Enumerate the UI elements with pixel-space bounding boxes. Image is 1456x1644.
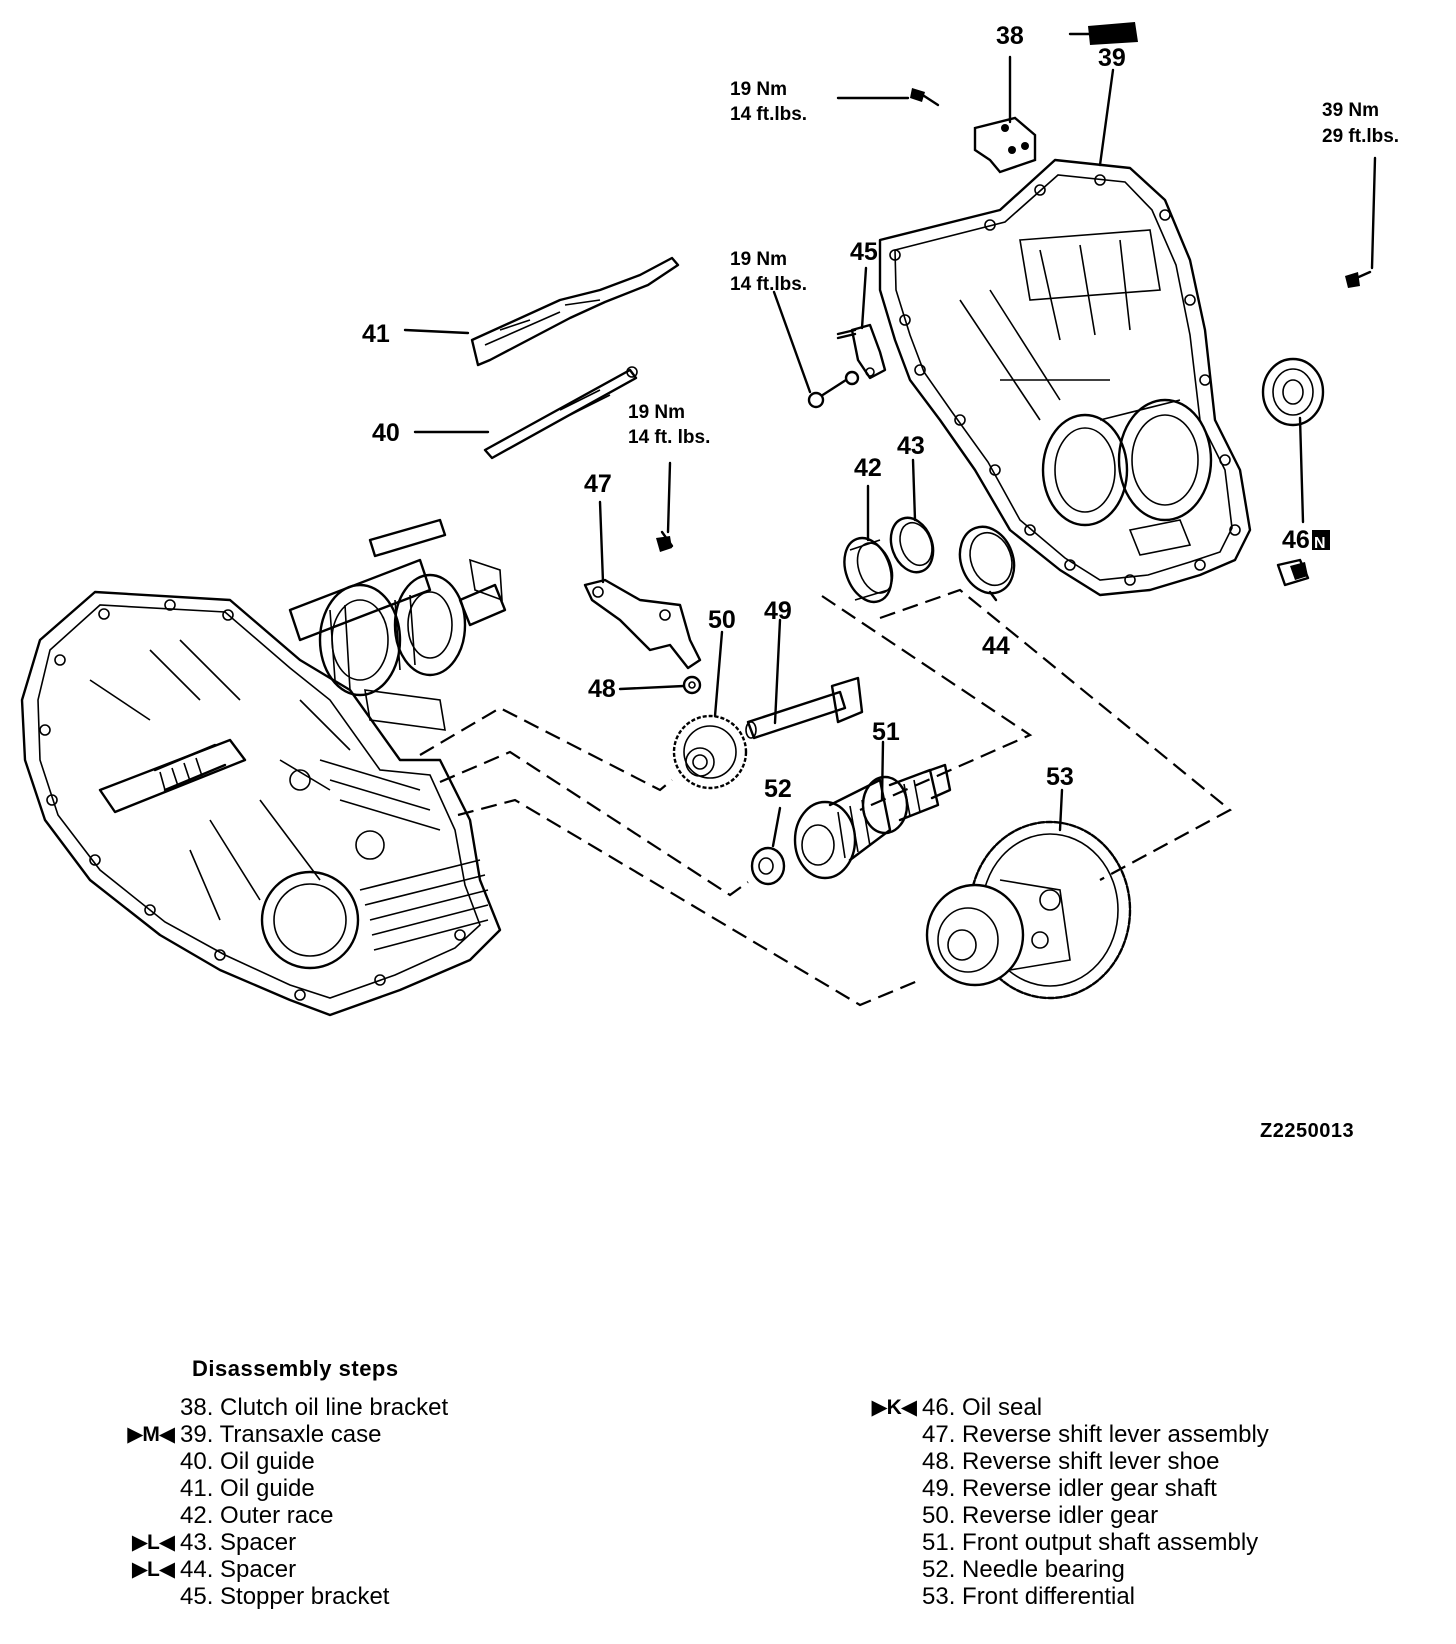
step-text: 42. Outer race — [180, 1502, 334, 1529]
step-item: 53. Front differential — [922, 1583, 1269, 1610]
steps-list-left: 38. Clutch oil line bracket ▶M◀39. Trans… — [127, 1394, 448, 1610]
reverse-idler-gear-shaft — [745, 676, 864, 740]
callout-52: 52 — [764, 775, 792, 803]
step-text: 43. Spacer — [180, 1529, 297, 1556]
callout-42: 42 — [854, 454, 882, 482]
special-tool-icon — [1276, 558, 1310, 587]
torque-nm-2: 19 Nm — [730, 249, 787, 270]
step-mark: ▶M◀ — [127, 1423, 175, 1446]
spacer-44 — [958, 525, 1016, 595]
torque-ftlbs-2: 14 ft.lbs. — [730, 274, 807, 295]
transaxle-case — [878, 158, 1252, 597]
step-item: 42. Outer race — [180, 1502, 448, 1529]
step-text: 40. Oil guide — [180, 1448, 315, 1475]
outer-race — [843, 536, 894, 604]
step-item: ▶L◀44. Spacer — [132, 1556, 448, 1583]
step-text: 53. Front differential — [922, 1583, 1136, 1610]
callout-39: 39 — [1098, 44, 1126, 72]
bolt-icon — [910, 88, 940, 107]
front-differential — [925, 820, 1132, 1000]
step-text: 39. Transaxle case — [180, 1421, 382, 1448]
step-item: 51. Front output shaft assembly — [922, 1529, 1269, 1556]
callout-43: 43 — [897, 432, 925, 460]
bolt-icon — [807, 370, 860, 409]
stopper-bracket — [836, 323, 887, 380]
step-item: ▶M◀39. Transaxle case — [127, 1421, 448, 1448]
dashed-assembly-lines — [419, 588, 1232, 1007]
disassembly-steps-title: Disassembly steps — [192, 1356, 399, 1381]
torque-nm-1: 19 Nm — [730, 79, 787, 100]
step-item: 40. Oil guide — [180, 1448, 448, 1475]
exploded-parts-diagram: 38 39 40 41 42 43 44 45 46 N 47 48 49 50… — [20, 22, 1399, 1017]
step-item: 45. Stopper bracket — [180, 1583, 448, 1610]
torque-nm-4: 39 Nm — [1322, 100, 1379, 121]
clutch-housing-assembly — [20, 518, 507, 1017]
spacer-43 — [889, 516, 935, 574]
leader-lines — [403, 55, 1377, 848]
torque-ftlbs-3: 14 ft. lbs. — [628, 427, 710, 448]
svg-text:N: N — [1314, 535, 1326, 552]
step-text: 52. Needle bearing — [922, 1556, 1125, 1583]
step-item: 49. Reverse idler gear shaft — [922, 1475, 1269, 1502]
torque-ftlbs-1: 14 ft.lbs. — [730, 104, 807, 125]
step-text: 38. Clutch oil line bracket — [180, 1394, 449, 1421]
step-mark: ▶L◀ — [131, 1531, 175, 1554]
needle-bearing — [750, 846, 786, 886]
callout-44: 44 — [982, 632, 1010, 660]
torque-ftlbs-4: 29 ft.lbs. — [1322, 126, 1399, 147]
transaxle-case-bolt-icon — [1068, 22, 1138, 45]
figure-id: Z2250013 — [1260, 1120, 1355, 1142]
callout-48: 48 — [588, 675, 616, 703]
callout-51: 51 — [872, 718, 900, 746]
oil-guide-40 — [483, 366, 638, 460]
reverse-shift-lever-shoe — [682, 675, 702, 695]
step-text: 50. Reverse idler gear — [922, 1502, 1159, 1529]
callout-47: 47 — [584, 470, 612, 498]
clutch-oil-line-bracket — [973, 116, 1037, 174]
steps-list-right: ▶K◀46. Oil seal 47. Reverse shift lever … — [872, 1394, 1269, 1610]
step-text: 47. Reverse shift lever assembly — [922, 1421, 1269, 1448]
step-text: 51. Front output shaft assembly — [922, 1529, 1259, 1556]
front-output-shaft — [793, 763, 952, 880]
step-text: 49. Reverse idler gear shaft — [922, 1475, 1217, 1502]
callout-53: 53 — [1046, 763, 1074, 791]
step-text: 41. Oil guide — [180, 1475, 315, 1502]
bolt-icon — [656, 530, 674, 552]
step-item: 52. Needle bearing — [922, 1556, 1269, 1583]
reverse-idler-gear — [672, 714, 748, 790]
step-item: 38. Clutch oil line bracket — [180, 1394, 448, 1421]
torque-nm-3: 19 Nm — [628, 402, 685, 423]
callout-45: 45 — [850, 238, 878, 266]
callout-38: 38 — [996, 22, 1024, 50]
callout-50: 50 — [708, 606, 736, 634]
oil-guide-41 — [470, 256, 680, 367]
step-item: 50. Reverse idler gear — [922, 1502, 1269, 1529]
callout-46-badge: N — [1312, 530, 1330, 552]
step-mark: ▶K◀ — [871, 1396, 917, 1419]
step-item: ▶K◀46. Oil seal — [872, 1394, 1269, 1421]
step-item: ▶L◀43. Spacer — [132, 1529, 448, 1556]
callout-49: 49 — [764, 597, 792, 625]
callout-41: 41 — [362, 320, 390, 348]
reverse-shift-lever — [583, 578, 702, 670]
step-mark: ▶L◀ — [131, 1558, 175, 1581]
step-text: 44. Spacer — [180, 1556, 297, 1583]
step-item: 48. Reverse shift lever shoe — [922, 1448, 1269, 1475]
step-text: 46. Oil seal — [922, 1394, 1043, 1421]
callout-46: 46 — [1282, 526, 1310, 554]
oil-seal — [1261, 357, 1325, 427]
bolt-icon — [1345, 270, 1372, 288]
step-item: 47. Reverse shift lever assembly — [922, 1421, 1269, 1448]
step-text: 48. Reverse shift lever shoe — [922, 1448, 1220, 1475]
step-item: 41. Oil guide — [180, 1475, 448, 1502]
step-text: 45. Stopper bracket — [180, 1583, 390, 1610]
callout-40: 40 — [372, 419, 400, 447]
